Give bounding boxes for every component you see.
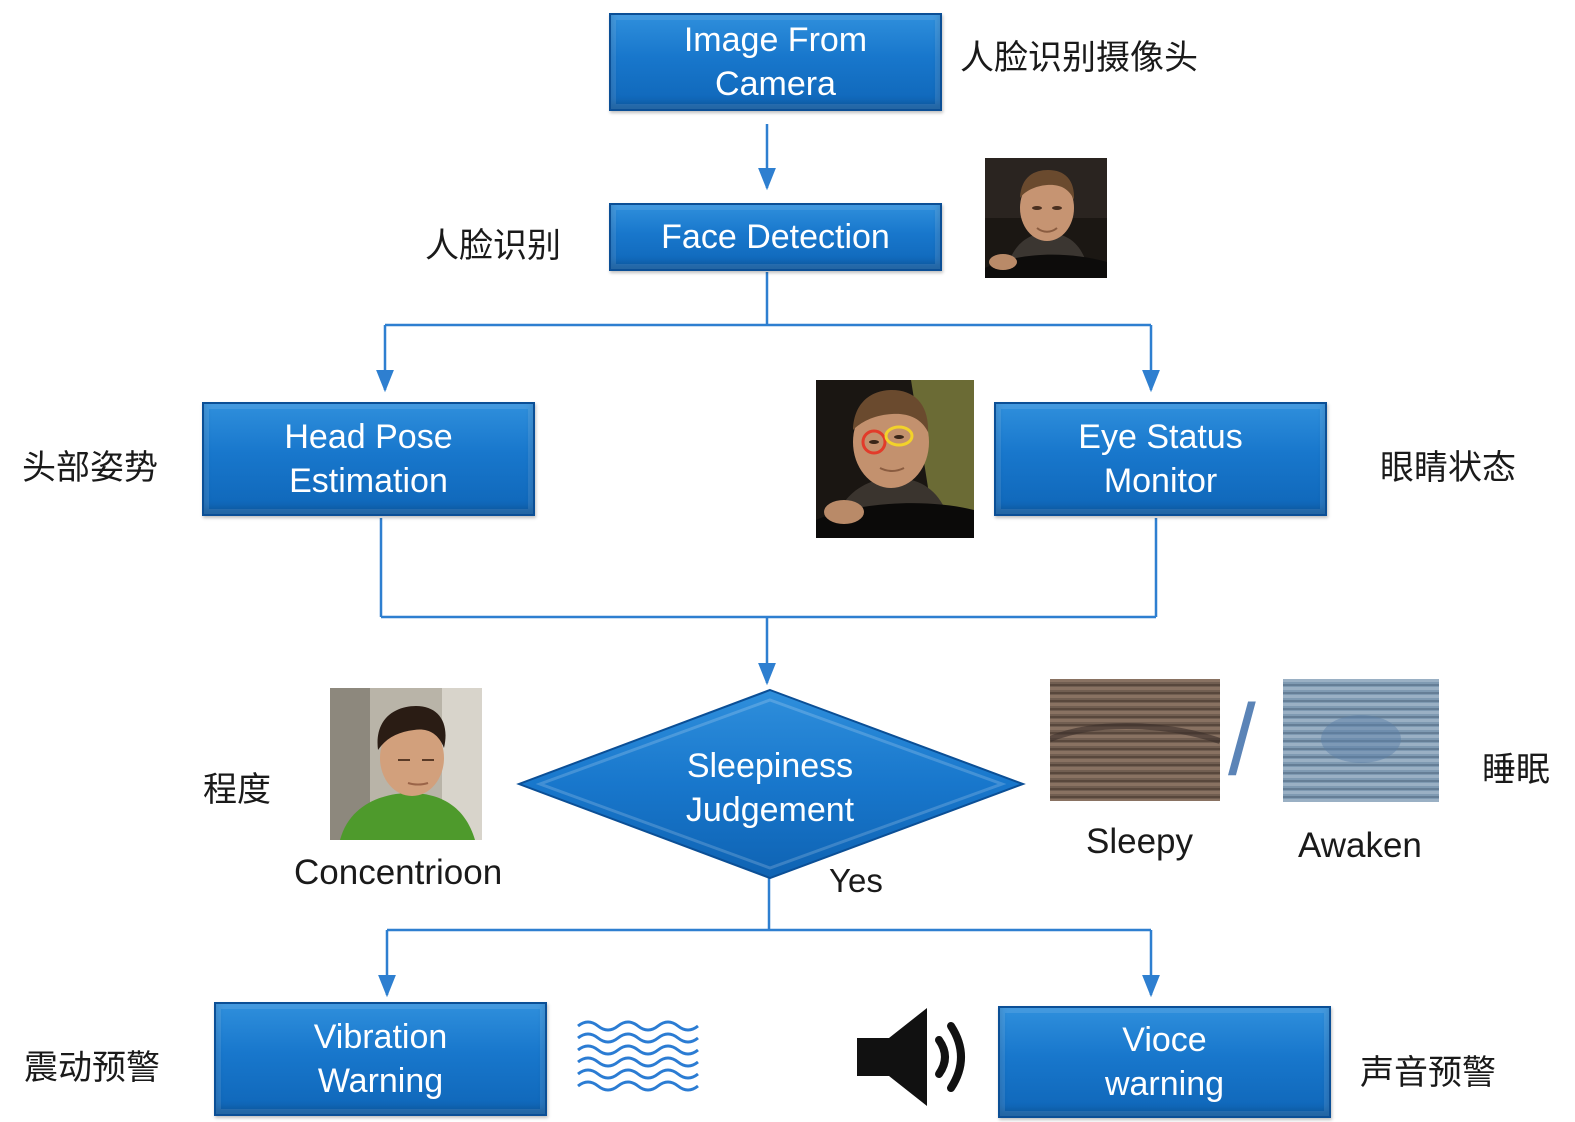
eye-status-label-cn: 眼睛状态	[1380, 448, 1516, 488]
concentration-caption: Concentrioon	[294, 853, 503, 892]
sleep-label-cn: 睡眠	[1482, 750, 1550, 790]
awake-eye-closeup	[1283, 679, 1439, 802]
separator-slash: /	[1228, 684, 1256, 796]
face-detection-line-1: Face Detection	[661, 218, 890, 256]
yes-label: Yes	[829, 862, 883, 899]
awaken-caption: Awaken	[1298, 826, 1422, 865]
vibration-warning-box: Vibration Warning	[214, 1002, 547, 1116]
driver-photo	[985, 158, 1107, 278]
vibration-line-2: Warning	[317, 1062, 444, 1100]
eye-tracking-photo	[816, 380, 974, 538]
speaker-icon	[857, 1008, 965, 1106]
camera-box-line-1: Image From	[683, 21, 868, 59]
voice-label-cn: 声音预警	[1360, 1053, 1496, 1093]
head-pose-line-1: Head Pose	[284, 418, 453, 456]
eye-status-line-1: Eye Status	[1078, 418, 1243, 456]
face-detection-box: Face Detection	[609, 203, 942, 271]
vibration-label-cn: 震动预警	[24, 1048, 160, 1088]
eye-status-line-2: Monitor	[1103, 462, 1218, 500]
drowsy-driver-photo	[330, 688, 482, 840]
voice-warning-box: Vioce warning	[998, 1006, 1331, 1118]
eye-status-box: Eye Status Monitor	[994, 402, 1327, 516]
sleepy-eye-closeup	[1050, 679, 1220, 801]
waves-icon	[577, 1020, 699, 1092]
judgement-line-2: Judgement	[685, 791, 855, 829]
judgement-line-1: Sleepiness	[686, 747, 854, 785]
camera-box: Image From Camera	[609, 13, 942, 111]
judgement-diamond	[516, 688, 1026, 880]
sleepy-caption: Sleepy	[1086, 822, 1194, 861]
degree-label-cn: 程度	[203, 770, 271, 810]
head-pose-label-cn: 头部姿势	[22, 448, 158, 488]
face-label-cn: 人脸识别	[425, 226, 561, 266]
judgement-text: Sleepiness Judgement	[620, 744, 920, 832]
head-pose-box: Head Pose Estimation	[202, 402, 535, 516]
camera-label-cn: 人脸识别摄像头	[960, 38, 1198, 78]
voice-line-1: Vioce	[1122, 1021, 1207, 1059]
camera-box-line-2: Camera	[715, 65, 836, 103]
head-pose-line-2: Estimation	[289, 462, 448, 500]
voice-line-2: warning	[1104, 1065, 1225, 1103]
vibration-line-1: Vibration	[313, 1018, 448, 1056]
